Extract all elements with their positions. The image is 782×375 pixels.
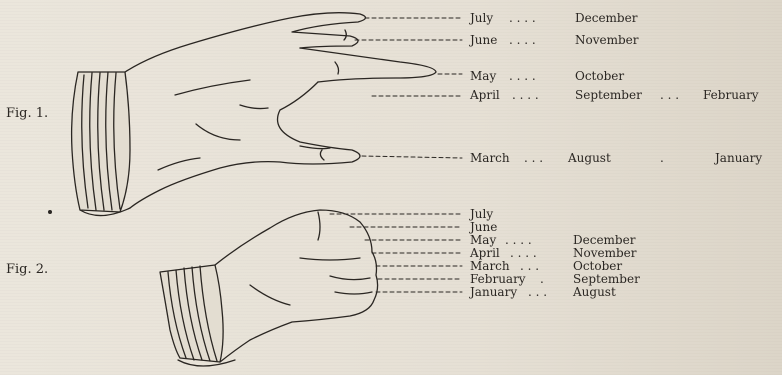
fig1-row-2-a: June bbox=[470, 34, 497, 46]
fig2-row-5-dots: . . . bbox=[520, 260, 539, 272]
fig2-row-3-dots: . . . . bbox=[505, 234, 532, 246]
fig1-row-3-a: May bbox=[470, 70, 496, 82]
fig2-row-3-a: May bbox=[470, 234, 496, 246]
fig2-row-5-a: March bbox=[470, 260, 510, 272]
fig1-row-3-b: October bbox=[575, 70, 624, 82]
fig2-row-7-a: January bbox=[470, 286, 517, 298]
fig2-row-1-a: July bbox=[470, 208, 493, 220]
fig2-row-4-dots: . . . . bbox=[510, 247, 537, 259]
fig1-row-1-a: July bbox=[470, 12, 493, 24]
fig2-leader-lines bbox=[330, 214, 462, 292]
fig1-row-4-b: September bbox=[575, 89, 642, 101]
fig2-row-4-a: April bbox=[470, 247, 500, 259]
fig1-row-5-b: August bbox=[568, 152, 611, 164]
fig2-row-6-dot: . bbox=[540, 273, 544, 285]
fig1-row-5-dots: . . . bbox=[524, 152, 543, 164]
fig2-row-7-dots: . . . bbox=[528, 286, 547, 298]
fig1-row-1-b: December bbox=[575, 12, 637, 24]
fig1-label: Fig. 1. bbox=[6, 106, 48, 121]
fig2-label: Fig. 2. bbox=[6, 262, 48, 277]
fig2-hand-drawing bbox=[160, 210, 378, 366]
fig1-leader-lines bbox=[355, 18, 462, 158]
ink-dot bbox=[48, 210, 52, 214]
fig1-row-5-dot-2: . bbox=[660, 152, 664, 164]
fig1-row-1-dots: . . . . bbox=[509, 12, 536, 24]
fig1-row-5-a: March bbox=[470, 152, 510, 164]
fig2-row-5-b: October bbox=[573, 260, 622, 272]
fig1-row-3-dots: . . . . bbox=[509, 70, 536, 82]
fig2-row-3-b: December bbox=[573, 234, 635, 246]
fig2-row-6-a: February bbox=[470, 273, 526, 285]
fig2-row-6-b: September bbox=[573, 273, 640, 285]
fig2-row-2-a: June bbox=[470, 221, 497, 233]
fig1-row-4-dots-2: . . . bbox=[660, 89, 679, 101]
fig1-row-2-b: November bbox=[575, 34, 639, 46]
fig1-hand-drawing bbox=[72, 13, 436, 216]
fig1-row-4-c: February bbox=[703, 89, 759, 101]
fig1-row-4-dots: . . . . bbox=[512, 89, 539, 101]
fig2-row-4-b: November bbox=[573, 247, 637, 259]
fig1-row-2-dots: . . . . bbox=[509, 34, 536, 46]
fig1-row-4-a: April bbox=[470, 89, 500, 101]
fig2-row-7-b: August bbox=[573, 286, 616, 298]
fig1-row-5-c: January bbox=[715, 152, 762, 164]
